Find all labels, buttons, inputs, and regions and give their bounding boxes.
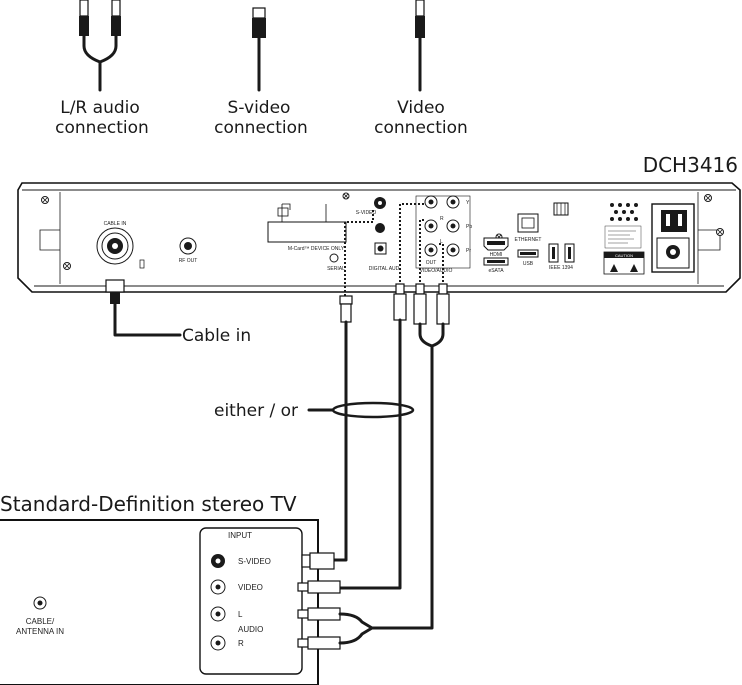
ethernet-label: ETHERNET [515,237,542,243]
tv-audio-label: AUDIO [238,625,263,634]
component-pb-label: Pb [466,224,472,230]
tv-antenna-label-2: ANTENNA IN [16,627,64,636]
tv-panel [0,519,319,685]
audio-l-plug [436,283,450,325]
svideo-plug [339,295,353,323]
svideo-port[interactable] [374,197,386,209]
component-pr-label: Pr [466,248,471,254]
component-y-port[interactable] [446,195,460,209]
rf-out-label: RF OUT [179,258,198,264]
tv-video-port[interactable] [210,579,226,595]
tv-title: Standard-Definition stereo TV [0,492,297,516]
mcard-label: M-Card™ DEVICE ONLY [288,246,345,252]
component-y-label: Y [466,200,470,206]
screw-icon [342,192,350,200]
legend-svideo-line1: S-video [228,98,291,118]
hdmi-label: HDMI [490,252,503,258]
legend-video: Video connection [374,0,468,138]
cable-in-port[interactable] [96,227,134,265]
ieee1394-port-1[interactable] [548,243,559,263]
screw-icon [704,194,712,202]
audio-r-plug [413,283,427,325]
audio-l-port[interactable] [424,243,438,257]
tv-antenna-port[interactable] [33,596,47,610]
rca-pair-icon [79,0,121,92]
video-plug [393,283,407,321]
vent-holes [610,203,638,221]
tv-audio-l-label: L [238,610,243,619]
ieee1394-port-2[interactable] [564,243,575,263]
power-socket [651,203,695,273]
tv-audio-r-port[interactable] [210,635,226,651]
audio-r-port[interactable] [424,219,438,233]
svideo-port-label: S-VIDEO [356,210,377,216]
audio-l-label: L [440,239,443,245]
set-top-box: CABLE IN RF OUT M-Card™ DEVICE ONLY S-VI… [17,182,741,293]
ethernet-port[interactable] [517,213,539,233]
device-model: DCH3416 [643,153,738,177]
caution-label [603,251,645,275]
tv-audio-l-plug [297,607,341,621]
screw-icon [41,196,49,204]
cable-in-port-label: CABLE IN [104,221,127,227]
out-video-port[interactable] [424,195,438,209]
legend-lr-audio-line1: L/R audio [60,98,140,118]
tv-svideo-port[interactable] [211,554,225,568]
tv-video-plug [297,580,341,594]
legend-svideo: S-video connection [214,7,308,138]
tv-input-label: INPUT [228,531,252,540]
tv-video-label: VIDEO [238,583,263,592]
tv-antenna-label-1: CABLE/ [26,617,55,626]
digital-audio-label: DIGITAL AUD [369,266,400,272]
usb-label: USB [523,261,534,267]
ieee1394-label: IEEE 1394 [549,265,573,271]
cable-in-connector [105,279,182,337]
screw-icon [63,262,71,270]
legend-video-line2: connection [374,118,468,138]
audio-r-label: R [440,216,444,222]
svideo-plug-icon [252,7,266,92]
legend-video-line1: Video [397,98,445,118]
caution-text: CAUTION [615,253,633,258]
tv-audio-l-port[interactable] [210,606,226,622]
serial-label: SERIAL [327,266,345,272]
digital-audio-port[interactable] [374,242,387,255]
rf-out-port[interactable] [179,237,197,255]
component-pb-port[interactable] [446,219,460,233]
tv-svideo-plug [301,552,335,570]
serial-port[interactable] [329,253,339,263]
legend-lr-audio-line2: connection [55,118,149,138]
cable-in-callout: Cable in [182,326,251,346]
esata-label: eSATA [488,268,504,274]
tv-audio-r-plug [297,636,341,650]
tv-svideo-label: S-VIDEO [238,557,271,566]
either-or-callout: either / or [214,401,298,421]
screw-icon [716,228,724,236]
hdmi-port[interactable] [483,237,509,251]
legend-svideo-line2: connection [214,118,308,138]
legend-lr-audio: L/R audio connection [55,0,149,138]
tv-audio-r-label: R [238,639,244,648]
out-label: OUT [426,260,437,266]
rca-plug-icon [415,0,425,92]
video-audio-label: VIDEO/AUDIO [420,268,453,274]
component-pr-port[interactable] [446,243,460,257]
esata-port[interactable] [483,257,509,266]
usb-port[interactable] [517,249,539,258]
